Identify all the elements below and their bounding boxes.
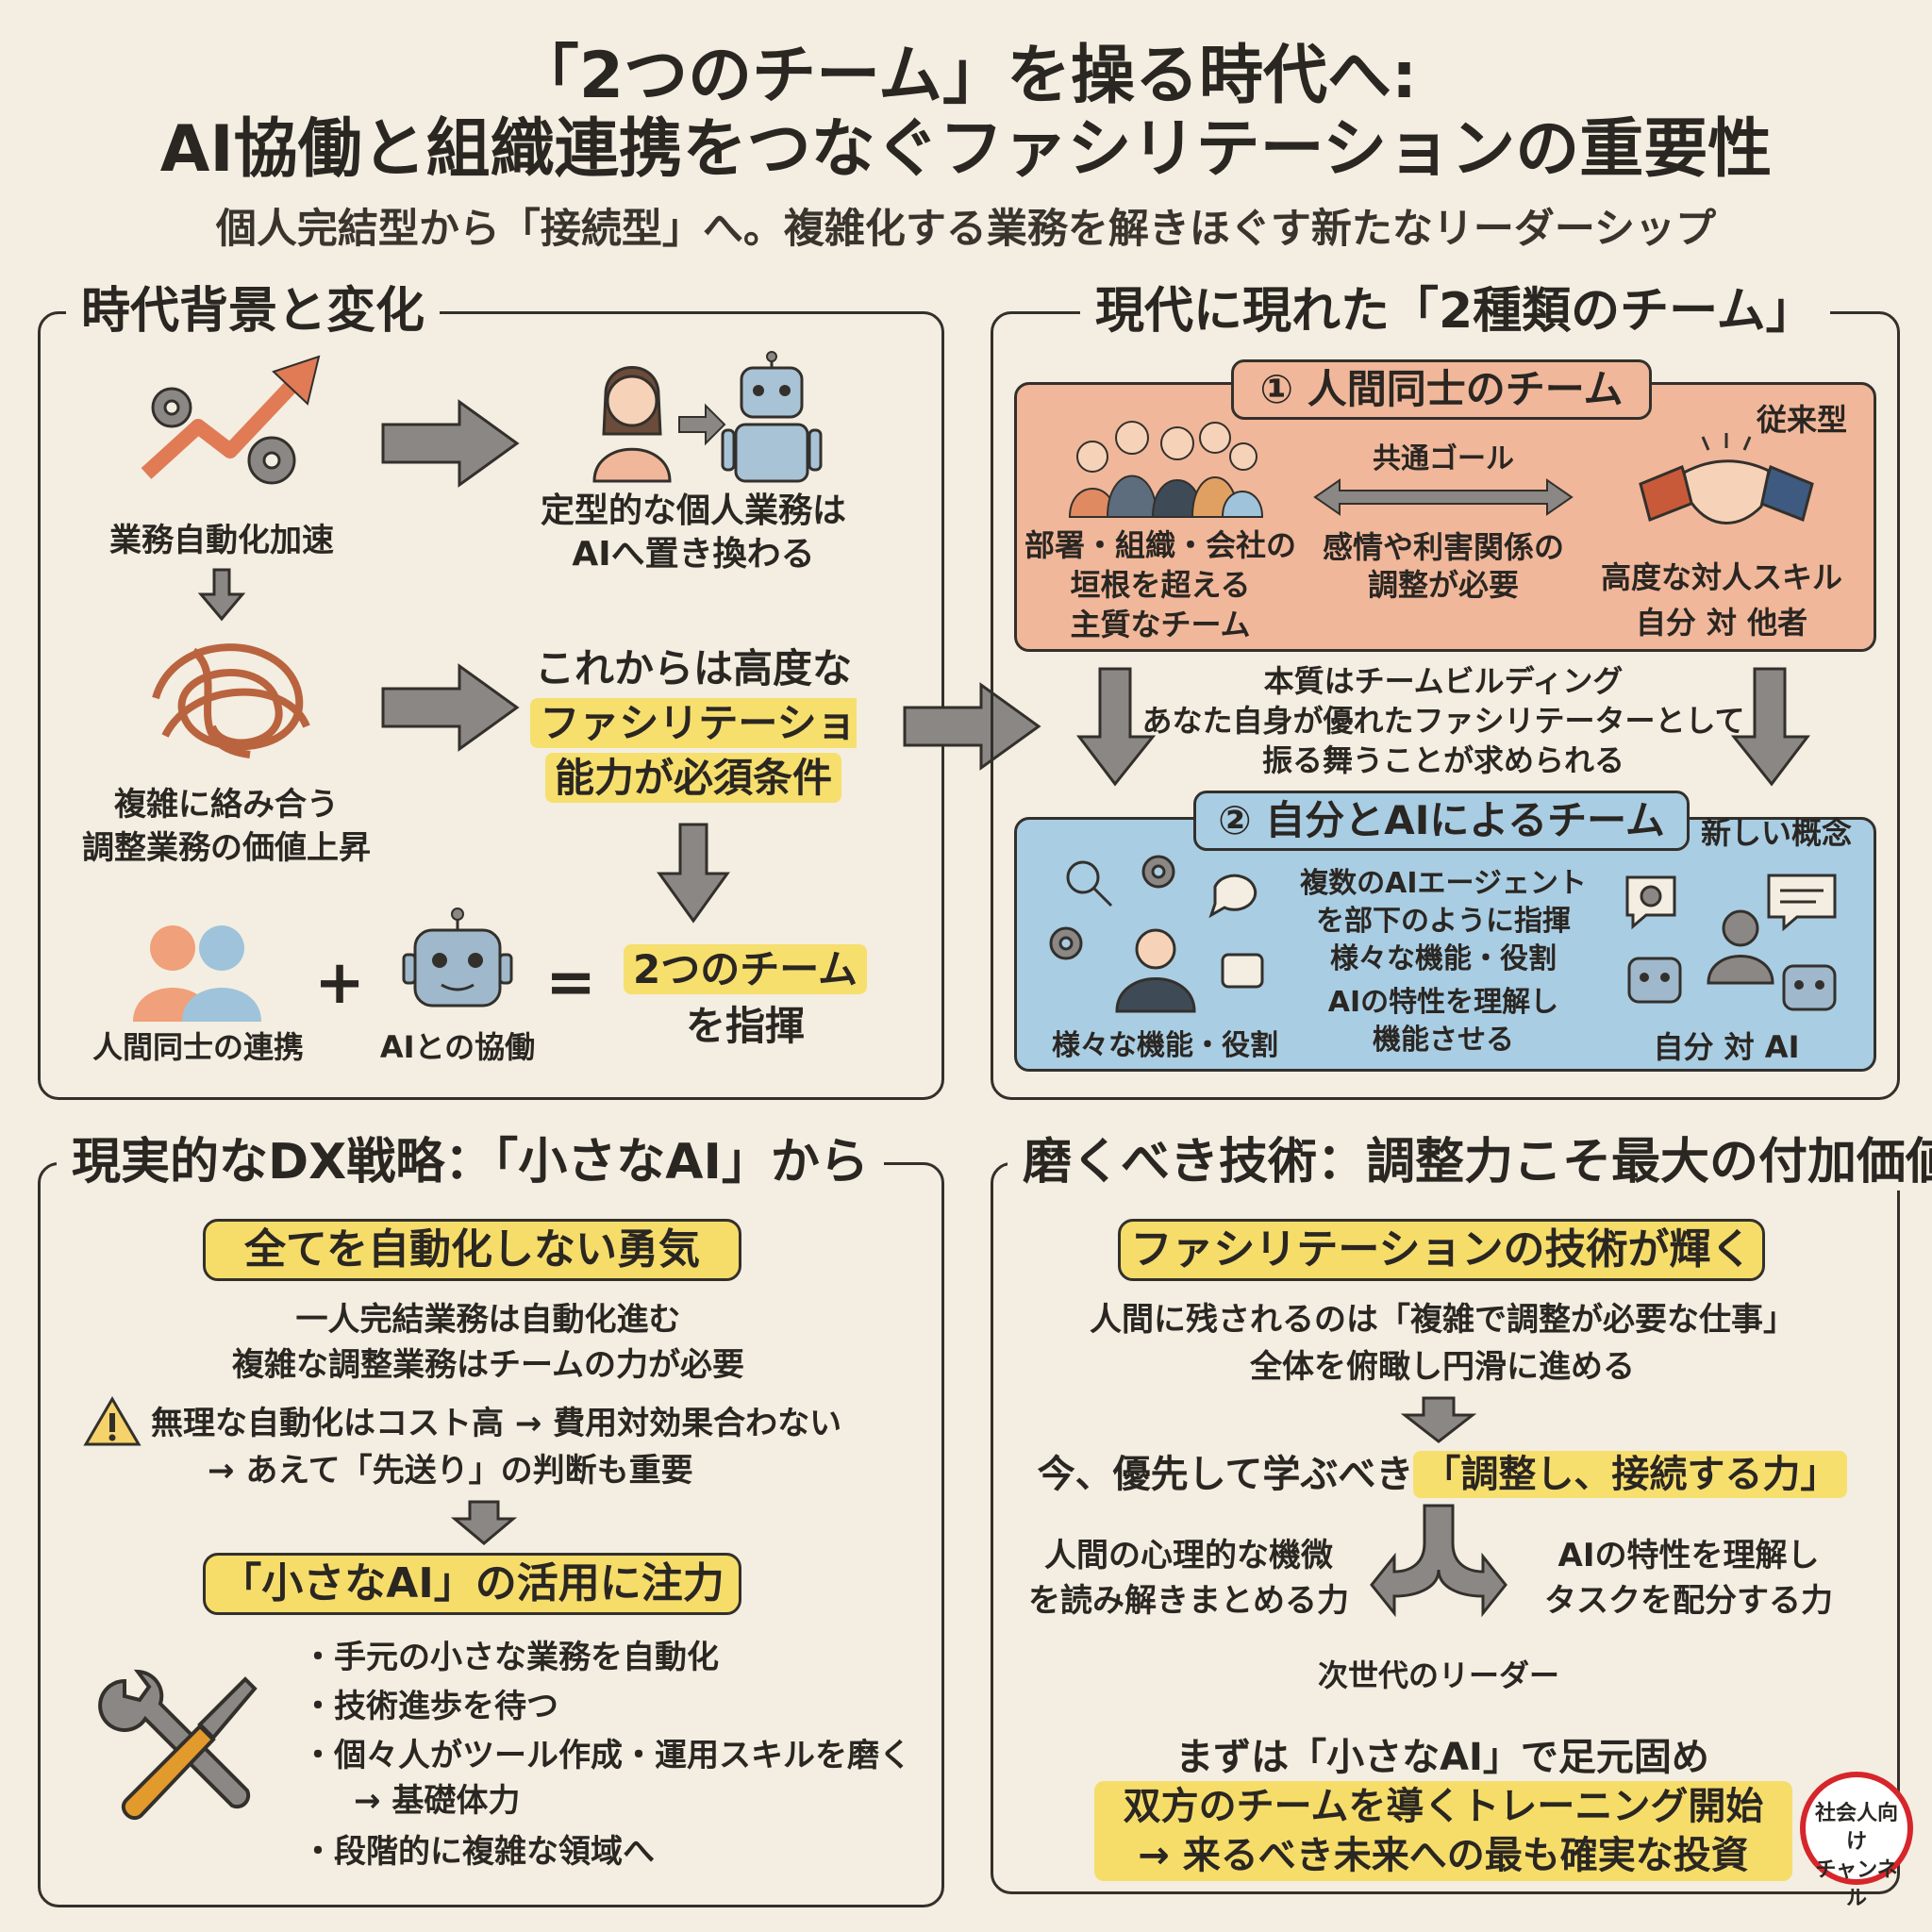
tangle-label-1: 複雑に絡み合う xyxy=(114,786,339,824)
dx-line-1: 一人完結業務は自動化進む xyxy=(295,1301,681,1339)
need-line-1: これからは高度な xyxy=(534,645,852,691)
equals-sign: = xyxy=(545,948,596,1018)
team1-goal: 共通ゴール xyxy=(1373,442,1514,475)
channel-stamp: 社会人向け チャンネル xyxy=(1800,1772,1913,1910)
team2-center-2: を部下のように指揮 xyxy=(1316,905,1571,938)
manager-with-ai-tools-icon xyxy=(1049,855,1264,1013)
team1-right-2: 自分 対 他者 xyxy=(1635,605,1808,641)
final-highlight xyxy=(1094,1781,1792,1881)
down-arrow-icon xyxy=(1401,1396,1476,1443)
background-title: 時代背景と変化 xyxy=(66,283,441,340)
team2-left: 様々な機能・役割 xyxy=(1052,1029,1278,1062)
double-arrow-icon xyxy=(1313,478,1574,516)
dx-bullet-1: ・手元の小さな業務を自動化 xyxy=(302,1639,719,1676)
skills-left-2: を読み解きまとめる力 xyxy=(1028,1582,1349,1620)
replace-label-1: 定型的な個人業務は xyxy=(540,491,846,530)
robot-icon xyxy=(402,908,513,1008)
priority-highlight: 「調整し、接続する力」 xyxy=(1413,1451,1848,1498)
dx-bullet-2: ・技術進歩を待つ xyxy=(302,1688,558,1725)
teams-title: 現代に現れた「2種類のチーム」 xyxy=(1080,283,1830,340)
dx-bullet-5: ・段階的に複雑な領域へ xyxy=(302,1833,655,1871)
skills-right-1: AIの特性を理解し xyxy=(1557,1537,1820,1574)
team-people-icon xyxy=(1068,421,1264,518)
down-arrow-icon xyxy=(1730,667,1811,787)
skills-left-1: 人間の心理的な機微 xyxy=(1044,1537,1333,1574)
background-panel xyxy=(38,311,944,1100)
subtitle: 個人完結型から「接続型」へ。複雑化する業務を解きほぐす新たなリーダーシップ xyxy=(215,206,1717,253)
team2-center-3: 様々な機能・役割 xyxy=(1330,942,1557,975)
dx-bullet-4: → 基礎体力 xyxy=(354,1782,521,1820)
middle-line-2: あなた自身が優れたファシリテーターとして xyxy=(1141,703,1745,739)
need-line-3: 能力が必須条件 xyxy=(544,753,841,803)
dx-title: 現実的なDX戦略：「小さなAI」から xyxy=(57,1134,884,1191)
stamp-line-2: チャンネル xyxy=(1815,1858,1898,1910)
dx-box-2: 「小さなAI」の活用に注力 xyxy=(203,1553,741,1615)
person-to-robot-icon xyxy=(592,351,823,483)
title-line-2: AI協働と組織連携をつなぐファシリテーションの重要性 xyxy=(159,112,1773,187)
dx-warn-line: 無理な自動化はコスト高 → 費用対効果合わない xyxy=(151,1405,842,1442)
next-leader: 次世代のリーダー xyxy=(1317,1657,1559,1693)
stamp-line-1: 社会人向け xyxy=(1814,1802,1898,1854)
right-arrow-icon xyxy=(903,682,1041,771)
team2-right: 自分 対 AI xyxy=(1653,1029,1800,1065)
warning-icon xyxy=(83,1396,142,1446)
dx-line-2: 複雑な調整業務はチームの力が必要 xyxy=(232,1346,744,1384)
team1-left-3: 主質なチーム xyxy=(1070,607,1251,642)
right-arrow-icon xyxy=(381,663,520,752)
handshake-icon xyxy=(1639,433,1814,525)
down-arrow-icon xyxy=(197,568,246,622)
middle-line-1: 本質はチームビルディング xyxy=(1263,663,1624,699)
people-icon xyxy=(133,925,261,1022)
team1-left-2: 垣根を超える xyxy=(1070,567,1251,603)
team2-center-5: 機能させる xyxy=(1373,1024,1514,1057)
skills-box-1: ファシリテーションの技術が輝く xyxy=(1118,1219,1765,1281)
automation-label: 業務自動化加速 xyxy=(109,522,334,559)
final-line-2: 双方のチームを導くトレーニング開始 xyxy=(1123,1785,1764,1828)
automation-growth-icon xyxy=(141,355,321,485)
result-line-1: 2つのチーム xyxy=(624,944,867,994)
result-line-1-wrap: 2つのチーム xyxy=(604,943,887,996)
tangled-knot-icon xyxy=(152,643,310,758)
skills-line-1: 人間に残されるのは「複雑で調整が必要な仕事」 xyxy=(1090,1301,1795,1339)
result-line-2: を指揮 xyxy=(685,1003,805,1049)
replace-label-2: AIへ置き換わる xyxy=(572,535,815,574)
wrench-screwdriver-icon xyxy=(98,1669,258,1821)
team1-label: ① 人間同士のチーム xyxy=(1231,359,1652,420)
dx-box-1: 全てを自動化しない勇気 xyxy=(203,1219,741,1281)
team2-center-1: 複数のAIエージェント xyxy=(1300,867,1587,900)
team1-left-1: 部署・組織・会社の xyxy=(1024,527,1296,563)
down-arrow-icon xyxy=(657,823,730,924)
final-line-1: まずは「小さなAI」で足元固め xyxy=(1175,1736,1709,1779)
dx-bullet-3: ・個々人がツール作成・運用スキルを磨く xyxy=(302,1737,911,1774)
team2-tag: 新しい概念 xyxy=(1701,815,1853,851)
team2-center-4: AIの特性を理解し xyxy=(1327,986,1559,1019)
right-arrow-icon xyxy=(381,399,520,488)
team1-mid-1: 感情や利害関係の xyxy=(1322,529,1564,565)
down-arrow-icon xyxy=(451,1500,517,1545)
title-line-1: 「2つのチーム」を操る時代へ: xyxy=(514,39,1418,113)
skills-title: 磨くべき技術：調整力こそ最大の付加価値 xyxy=(1008,1134,1932,1191)
plus-sign: + xyxy=(314,948,365,1018)
team1-right-1: 高度な対人スキル xyxy=(1600,559,1842,595)
final-line-3: → 来るべき未来への最も確実な投資 xyxy=(1138,1834,1749,1877)
human-label: 人間同士の連携 xyxy=(92,1029,304,1065)
dx-line-4: → あえて「先送り」の判断も重要 xyxy=(208,1452,693,1490)
tangle-label-2: 調整業務の価値上昇 xyxy=(82,829,371,867)
need-line-3-wrap: 能力が必須条件 xyxy=(509,751,877,806)
split-arrow-icon xyxy=(1370,1504,1507,1618)
team1-mid-2: 調整が必要 xyxy=(1367,567,1519,603)
team1-tag: 従来型 xyxy=(1757,402,1848,438)
team2-label: ② 自分とAIによるチーム xyxy=(1193,791,1690,851)
skills-line-2: 全体を俯瞰し円滑に進める xyxy=(1250,1348,1635,1386)
self-with-ai-robots-icon xyxy=(1625,874,1837,1011)
middle-line-3: 振る舞うことが求められる xyxy=(1261,742,1624,778)
priority-prefix: 今、優先して学ぶべき xyxy=(1037,1453,1414,1496)
priority-line: 今、優先して学ぶべき「調整し、接続する力」 xyxy=(1009,1449,1875,1500)
skills-right-2: タスクを配分する力 xyxy=(1544,1582,1833,1620)
down-arrow-icon xyxy=(1075,667,1157,787)
ai-label: AIとの協働 xyxy=(379,1029,536,1065)
